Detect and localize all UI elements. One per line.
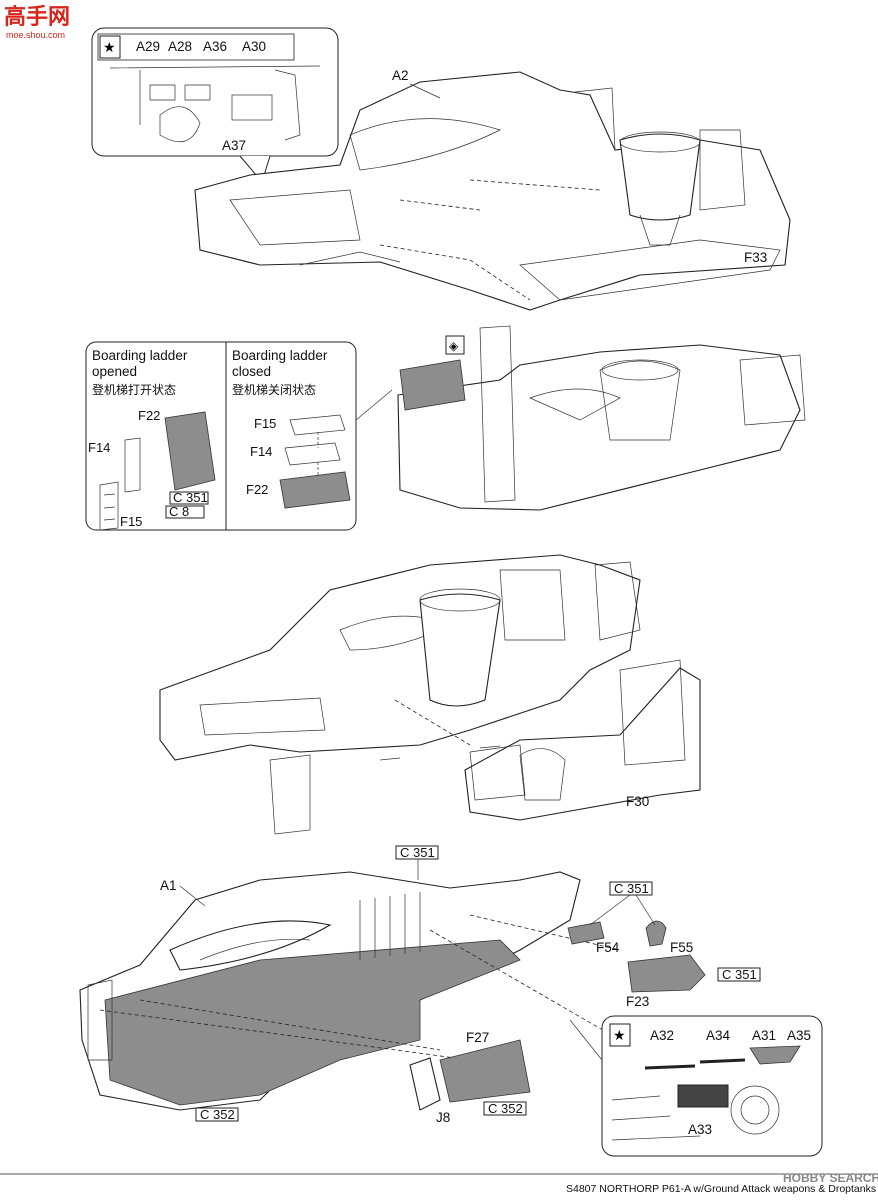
callout-part-a35: A35 bbox=[787, 1028, 811, 1043]
callout-part-a37: A37 bbox=[222, 138, 246, 153]
ladder-opened-title-cn: 登机梯打开状态 bbox=[92, 382, 176, 397]
callout-part-a34: A34 bbox=[706, 1028, 731, 1043]
color-c352-right: C 352 bbox=[488, 1101, 523, 1116]
ladder-opened-title-1: Boarding ladder bbox=[92, 348, 188, 363]
decal-icon bbox=[99, 35, 121, 59]
attention-icon bbox=[445, 335, 465, 355]
part-label-f30: F30 bbox=[626, 794, 649, 809]
watermark-url: moe.shou.com bbox=[6, 30, 65, 40]
callout-part-a29: A29 bbox=[136, 39, 160, 54]
part-label-f54: F54 bbox=[596, 940, 620, 955]
ladder-opened-title-2: opened bbox=[92, 364, 137, 379]
step-bottom-drawing: C 351 A1 J8 F27 C 352 C 352 F54 F55 C 35… bbox=[79, 845, 823, 1157]
opened-part-f14: F14 bbox=[88, 440, 110, 455]
part-f54 bbox=[567, 921, 605, 945]
step-cockpit-drawing: F30 bbox=[159, 554, 701, 835]
color-c351-right: C 351 bbox=[614, 881, 649, 896]
opened-color-c8: C 8 bbox=[169, 504, 189, 519]
step-top-drawing: ★ A29 A28 A36 A30 A37 A2 F33 bbox=[91, 27, 791, 311]
ladder-closed-title-cn: 登机梯关闭状态 bbox=[232, 382, 316, 397]
opened-part-f15: F15 bbox=[120, 514, 142, 529]
footer-model-text: S4807 NORTHORP P61-A w/Ground Attack wea… bbox=[566, 1183, 876, 1195]
closed-part-f22: F22 bbox=[246, 482, 268, 497]
attention-icon-glyph: ◈ bbox=[449, 339, 459, 353]
step-ladder-drawing: Boarding ladder opened 登机梯打开状态 Boarding … bbox=[85, 325, 806, 531]
ladder-door-f22-closed bbox=[279, 471, 351, 509]
decal-icon-bottom bbox=[609, 1023, 631, 1047]
callout-part-a33: A33 bbox=[688, 1122, 712, 1137]
closed-part-f14: F14 bbox=[250, 444, 272, 459]
part-label-f23: F23 bbox=[626, 994, 649, 1009]
fuselage-step3 bbox=[159, 554, 641, 761]
part-label-j8: J8 bbox=[436, 1110, 450, 1125]
ladder-closed-title-1: Boarding ladder bbox=[232, 348, 328, 363]
part-j8 bbox=[409, 1057, 441, 1111]
part-label-f27: F27 bbox=[466, 1030, 489, 1045]
part-f23 bbox=[627, 954, 706, 993]
closed-part-f15: F15 bbox=[254, 416, 276, 431]
footer-brand: HOBBY SEARCH bbox=[783, 1171, 878, 1185]
ladder-closed-title-2: closed bbox=[232, 364, 271, 379]
ladder-door-f22-opened bbox=[164, 411, 216, 491]
decal-icon-bottom-glyph: ★ bbox=[613, 1028, 626, 1044]
decal-icon-glyph: ★ bbox=[103, 40, 116, 56]
fuselage-half-a2 bbox=[194, 71, 791, 311]
hull-label-a2: A2 bbox=[392, 68, 409, 83]
opened-color-c351: C 351 bbox=[173, 490, 208, 505]
color-c351-f23: C 351 bbox=[722, 967, 757, 982]
watermark-logo: 高手网 moe.shou.com bbox=[4, 4, 70, 40]
fuselage-step2 bbox=[397, 344, 801, 511]
fuel-tub bbox=[619, 133, 701, 221]
callout-part-a30: A30 bbox=[242, 39, 266, 54]
watermark-logo-text: 高手网 bbox=[4, 4, 70, 30]
callout-part-a28: A28 bbox=[168, 39, 192, 54]
color-c351-top: C 351 bbox=[400, 845, 435, 860]
callout-part-a32: A32 bbox=[650, 1028, 674, 1043]
callout-part-a36: A36 bbox=[203, 39, 227, 54]
opened-part-f22: F22 bbox=[138, 408, 160, 423]
part-f27 bbox=[439, 1039, 531, 1103]
hull-label-a1: A1 bbox=[160, 878, 177, 893]
part-label-f55: F55 bbox=[670, 940, 693, 955]
part-label-f33: F33 bbox=[744, 250, 767, 265]
color-c352-left: C 352 bbox=[200, 1107, 235, 1122]
callout-part-a31: A31 bbox=[752, 1028, 776, 1043]
part-f55 bbox=[645, 920, 667, 947]
